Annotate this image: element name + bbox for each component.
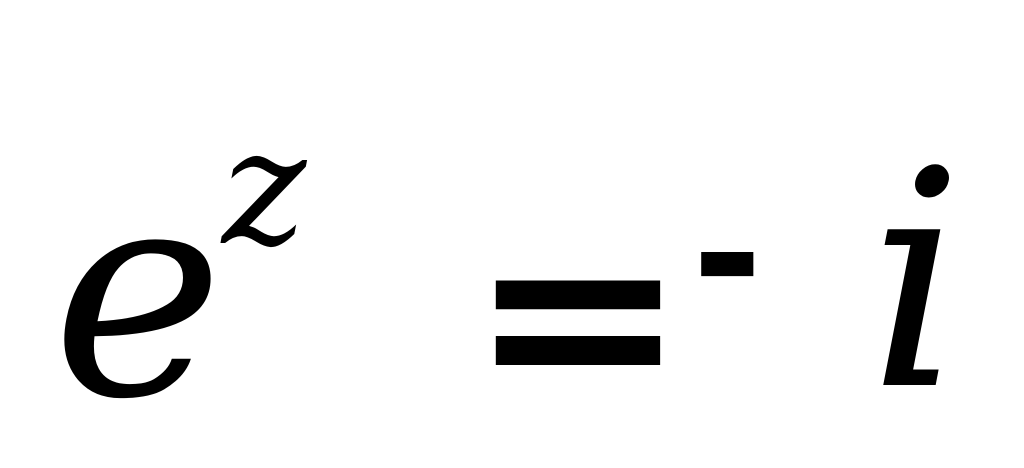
equation-base: e <box>52 126 224 463</box>
imaginary-unit: i <box>868 107 964 456</box>
equation-exponent: z <box>222 94 307 281</box>
equals-sign: = <box>468 169 688 460</box>
minus-sign: - <box>692 156 763 354</box>
